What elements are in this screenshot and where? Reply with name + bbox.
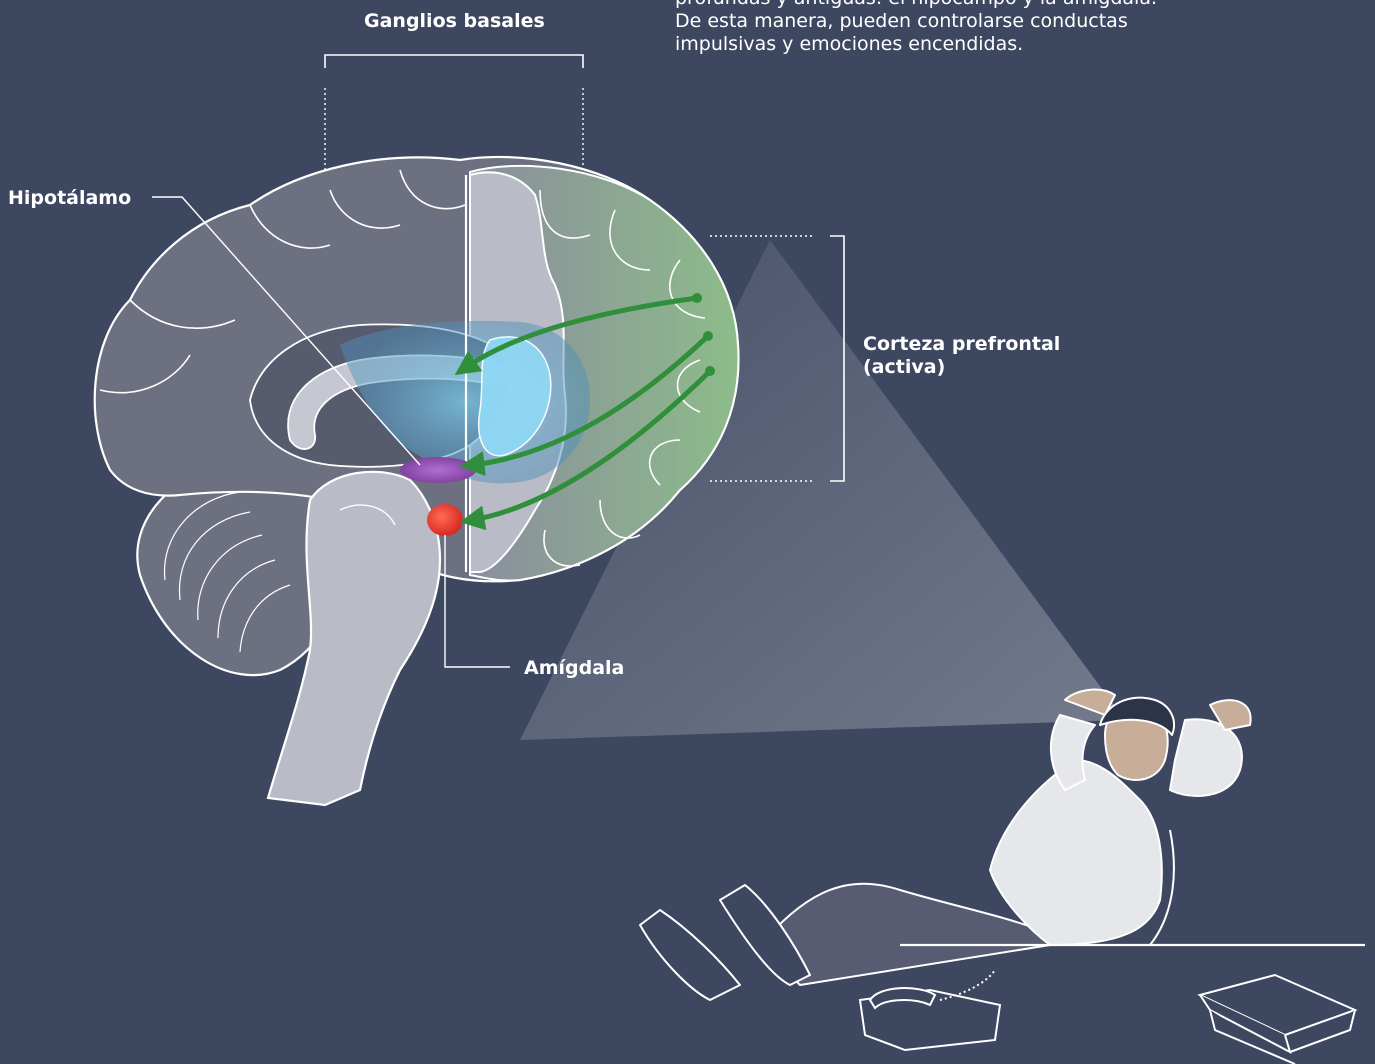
label-ganglios-basales: Ganglios basales [364,10,545,33]
label-hipotalamo: Hipotálamo [8,187,131,210]
label-amigdala: Amígdala [524,657,624,680]
relaxed-man [640,690,1251,1000]
intro-text: profundas y antiguas: el hipocampo y la … [675,0,1235,56]
label-corteza-line-1: Corteza prefrontal [863,333,1060,356]
intro-line-2: De esta manera, pueden controlarse condu… [675,10,1235,33]
label-corteza-prefrontal: Corteza prefrontal (activa) [863,333,1060,379]
amygdala [427,504,463,536]
intro-line-3: impulsivas y emociones encendidas. [675,33,1235,56]
hypothalamus [400,457,476,483]
telephone-icon [860,970,1000,1050]
intro-line-1: profundas y antiguas: el hipocampo y la … [675,0,1235,10]
label-corteza-line-2: (activa) [863,356,1060,379]
books-icon [1200,975,1355,1064]
